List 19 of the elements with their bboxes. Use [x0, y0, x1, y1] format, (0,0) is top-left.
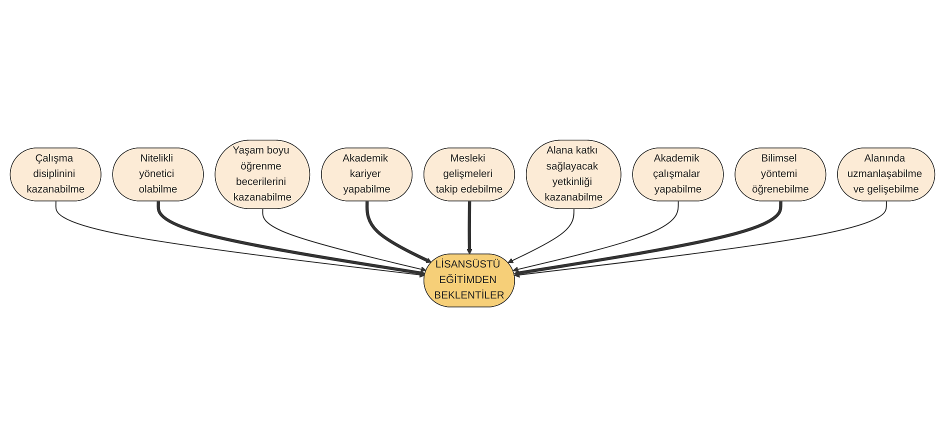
ellipse-node: Alanında uzmanlaşabilme ve gelişebilme: [837, 148, 936, 202]
arrow: [156, 201, 426, 276]
ellipse-node: Akademik kariyer yapabilme: [321, 148, 413, 202]
ellipse-node: Yaşam boyu öğrenme becerilerini kazanabilme: [214, 140, 310, 209]
ellipse-node: Bilimsel yöntemi öğrenebilme: [734, 148, 826, 202]
arrow: [514, 201, 782, 276]
arrow: [365, 201, 432, 263]
arrow: [55, 201, 425, 278]
arrow: [514, 201, 887, 278]
ellipse-node: Alana katkı sağlayacak yetkinliği kazanabilme: [526, 140, 622, 209]
arrow: [508, 208, 574, 264]
ellipse-node: LİSANSÜSTÜ EĞİTİMDEN BEKLENTİLER: [424, 254, 515, 308]
ellipse-node: Mesleki gelişmeleri takip edebilme: [424, 148, 515, 202]
ellipse-node: Nitelikli yönetici olabilme: [112, 148, 204, 202]
ellipse-node: Çalışma disiplinini kazanabilme: [10, 148, 102, 202]
ellipse-node: Akademik çalışmalar yapabilme: [632, 148, 724, 202]
arrow: [466, 201, 472, 254]
arrow: [512, 201, 679, 272]
arrow: [262, 208, 426, 272]
